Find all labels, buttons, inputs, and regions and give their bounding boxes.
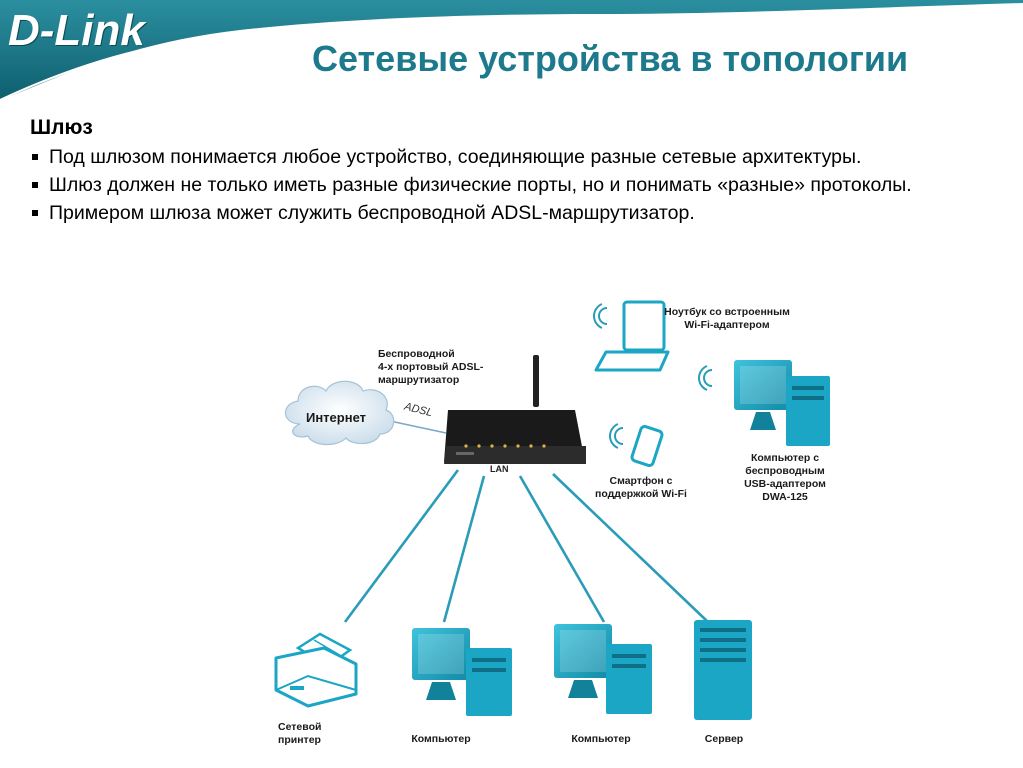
server-label: Сервер [704, 733, 744, 745]
pc-label: Компьютер [571, 733, 631, 745]
header-band [0, 0, 1023, 101]
desktop-pc-icon [412, 628, 512, 716]
bullet-item: Шлюз должен не только иметь разные физич… [30, 172, 1020, 198]
bullet-item: Примером шлюза может служить беспроводно… [30, 200, 1020, 226]
smartphone-label: Смартфон с поддержкой Wi-Fi [595, 475, 687, 500]
server-icon [694, 620, 752, 720]
lan-label: LAN [490, 464, 509, 474]
section-heading: Шлюз [30, 116, 93, 139]
internet-cloud-label: Интернет [305, 410, 366, 425]
pc-label: Компьютер [411, 733, 471, 745]
router-icon [444, 355, 586, 464]
router-label: Беспроводной 4-х портовый ADSL- маршрути… [378, 348, 484, 386]
dlink-logo: D-Link [8, 6, 145, 55]
desktop-pc-icon [734, 360, 830, 446]
printer-icon [274, 632, 358, 708]
slide-title: Сетевые устройства в топологии [312, 38, 909, 79]
connection-lines [343, 420, 709, 623]
smartphone-icon [630, 425, 664, 467]
bullet-item: Под шлюзом понимается любое устройство, … [30, 144, 1020, 170]
bullet-list: Под шлюзом понимается любое устройство, … [30, 144, 1020, 226]
desktop-pc-icon [554, 624, 652, 714]
laptop-label: Ноутбук со встроенным Wi-Fi-адаптером [664, 306, 790, 331]
wifi-signal-icon [593, 303, 713, 449]
pc-usb-label: Компьютер с беспроводным USB-адаптером D… [744, 452, 826, 503]
laptop-icon [594, 300, 670, 372]
internet-cloud-icon [284, 380, 395, 446]
printer-label: Сетевой принтер [278, 721, 322, 746]
